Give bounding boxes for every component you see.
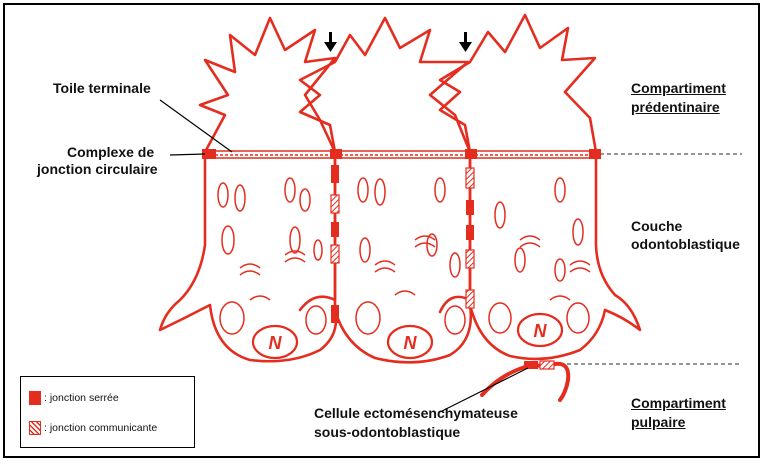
legend-row-gap-junction: : jonction communicante bbox=[29, 419, 157, 437]
legend: : jonction serrée : jonction communicant… bbox=[20, 376, 195, 448]
label-compartiment-predentinaire-line2: prédentinaire bbox=[631, 99, 720, 116]
arrow-down-icon bbox=[459, 32, 472, 52]
legend-tight-label: : jonction serrée bbox=[44, 392, 119, 404]
tight-junction-swatch bbox=[29, 391, 41, 405]
leader-complexe bbox=[170, 154, 205, 155]
label-compartiment-pulpaire-line2: pulpaire bbox=[631, 414, 685, 431]
gap-junction-swatch bbox=[29, 421, 41, 435]
label-complexe-line1: Complexe de bbox=[67, 144, 154, 161]
label-couche-line2: odontoblastique bbox=[631, 236, 740, 253]
pulp-tight-junction bbox=[524, 361, 538, 369]
label-cellule-line2: sous-odontoblastique bbox=[314, 424, 460, 441]
odontoblast-process-1 bbox=[200, 18, 335, 152]
leader-toile bbox=[160, 100, 232, 152]
tight-junction-ring-right bbox=[589, 149, 601, 159]
nucleus-label-1: N bbox=[269, 333, 283, 353]
nucleus-label-3: N bbox=[534, 321, 548, 341]
legend-gap-label: : jonction communicante bbox=[44, 422, 157, 434]
odontoblast-inner-left-1 bbox=[300, 155, 335, 310]
tight-junction-ring-mid2 bbox=[465, 149, 477, 159]
odontoblast-process-3 bbox=[440, 15, 596, 152]
pulp-gap-junction bbox=[540, 361, 554, 369]
label-compartiment-predentinaire-line1: Compartiment bbox=[631, 80, 726, 97]
label-toile-terminale: Toile terminale bbox=[53, 80, 151, 97]
tight-junction-ring-mid1 bbox=[330, 149, 342, 159]
label-compartiment-pulpaire-line1: Compartiment bbox=[631, 395, 726, 412]
nucleus-label-2: N bbox=[404, 333, 418, 353]
label-cellule-line1: Cellule ectomésenchymateuse bbox=[314, 405, 518, 422]
legend-row-tight-junction: : jonction serrée bbox=[29, 389, 119, 407]
label-complexe-line2: jonction circulaire bbox=[37, 161, 158, 178]
label-couche-line1: Couche bbox=[631, 218, 682, 235]
arrow-down-icon bbox=[324, 32, 337, 52]
